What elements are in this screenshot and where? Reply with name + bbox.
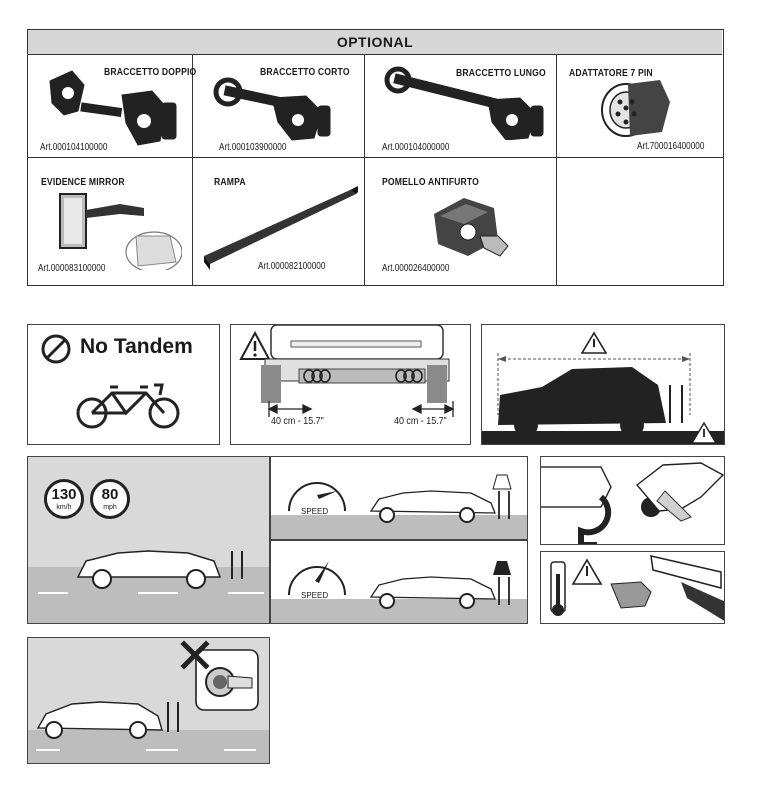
suv-silhouette-icon [482, 331, 724, 444]
speed-label-bottom: SPEED [301, 591, 329, 600]
article-number: Art.000082100000 [258, 260, 326, 272]
speedometer-high-icon [271, 561, 527, 623]
product-name: EVIDENCE MIRROR [41, 176, 125, 188]
article-number: Art.000104000000 [382, 141, 450, 153]
car-rear-icon [261, 325, 450, 403]
heat-warning-panel [540, 551, 725, 624]
warning-icon [239, 331, 271, 360]
grid-line [556, 157, 724, 158]
grid-line [192, 55, 193, 285]
prohibition-icon [41, 334, 71, 364]
left-distance-label: 40 cm - 15.7" [271, 415, 324, 427]
grid-line [28, 157, 556, 158]
speed-label-top: SPEED [301, 507, 329, 516]
ramp-icon [204, 186, 358, 270]
article-number: Art.000103900000 [219, 141, 287, 153]
product-name: BRACCETTO LUNGO [456, 67, 546, 79]
seven-pin-adapter-icon [601, 80, 670, 137]
article-number: Art.700016400000 [637, 140, 705, 152]
mph-unit: mph [103, 504, 117, 511]
product-name: BRACCETTO CORTO [260, 66, 350, 78]
product-name: POMELLO ANTIFURTO [382, 176, 480, 188]
anti-theft-knob-icon [434, 198, 509, 257]
distance-arrows [267, 401, 455, 417]
tandem-bicycle-icon [76, 383, 180, 429]
short-arm-icon [213, 77, 331, 141]
car-lock-icon [28, 640, 269, 763]
double-arm-icon [49, 70, 177, 146]
grid-line [364, 55, 365, 285]
long-arm-icon [384, 66, 544, 140]
tow-ball-cleaning-icon [541, 462, 724, 544]
evidence-mirror-icon [59, 193, 182, 270]
article-number: Art.000026400000 [382, 262, 450, 274]
speed-sign-mph: 80 mph [90, 479, 130, 519]
optional-header: OPTIONAL [28, 30, 722, 55]
exhaust-distance-panel: 40 cm - 15.7" 40 cm - 15.7" [230, 324, 471, 445]
kmh-value: 130 [51, 486, 77, 503]
vehicle-length-panel [481, 324, 725, 445]
product-name: RAMPA [214, 176, 246, 188]
speed-sign-kmh: 130 km/h [44, 479, 84, 519]
right-distance-label: 40 cm - 15.7" [394, 415, 447, 427]
car-on-road-icon [28, 550, 269, 623]
anti-theft-warning-panel [27, 637, 270, 764]
no-tandem-panel: No Tandem [27, 324, 220, 445]
grid-line [556, 55, 557, 285]
speed-limit-panel: 130 km/h 80 mph [27, 456, 270, 624]
article-number: Art.000083100000 [38, 262, 106, 274]
cleaning-panel [540, 456, 725, 545]
speed-low-panel: SPEED [270, 456, 528, 540]
no-tandem-label: No Tandem [80, 335, 193, 358]
speedometer-low-icon [271, 474, 527, 539]
product-name: ADATTATORE 7 PIN [569, 67, 653, 79]
thermometer-heat-icon [550, 555, 724, 621]
product-name: BRACCETTO DOPPIO [104, 66, 197, 78]
kmh-unit: km/h [56, 504, 72, 511]
optional-accessories-table: OPTIONAL BRACCETTO DOPPIO Art.0001041000… [27, 29, 724, 286]
speed-high-panel: SPEED [270, 540, 528, 624]
mph-value: 80 [101, 486, 119, 503]
article-number: Art.000104100000 [40, 141, 108, 153]
